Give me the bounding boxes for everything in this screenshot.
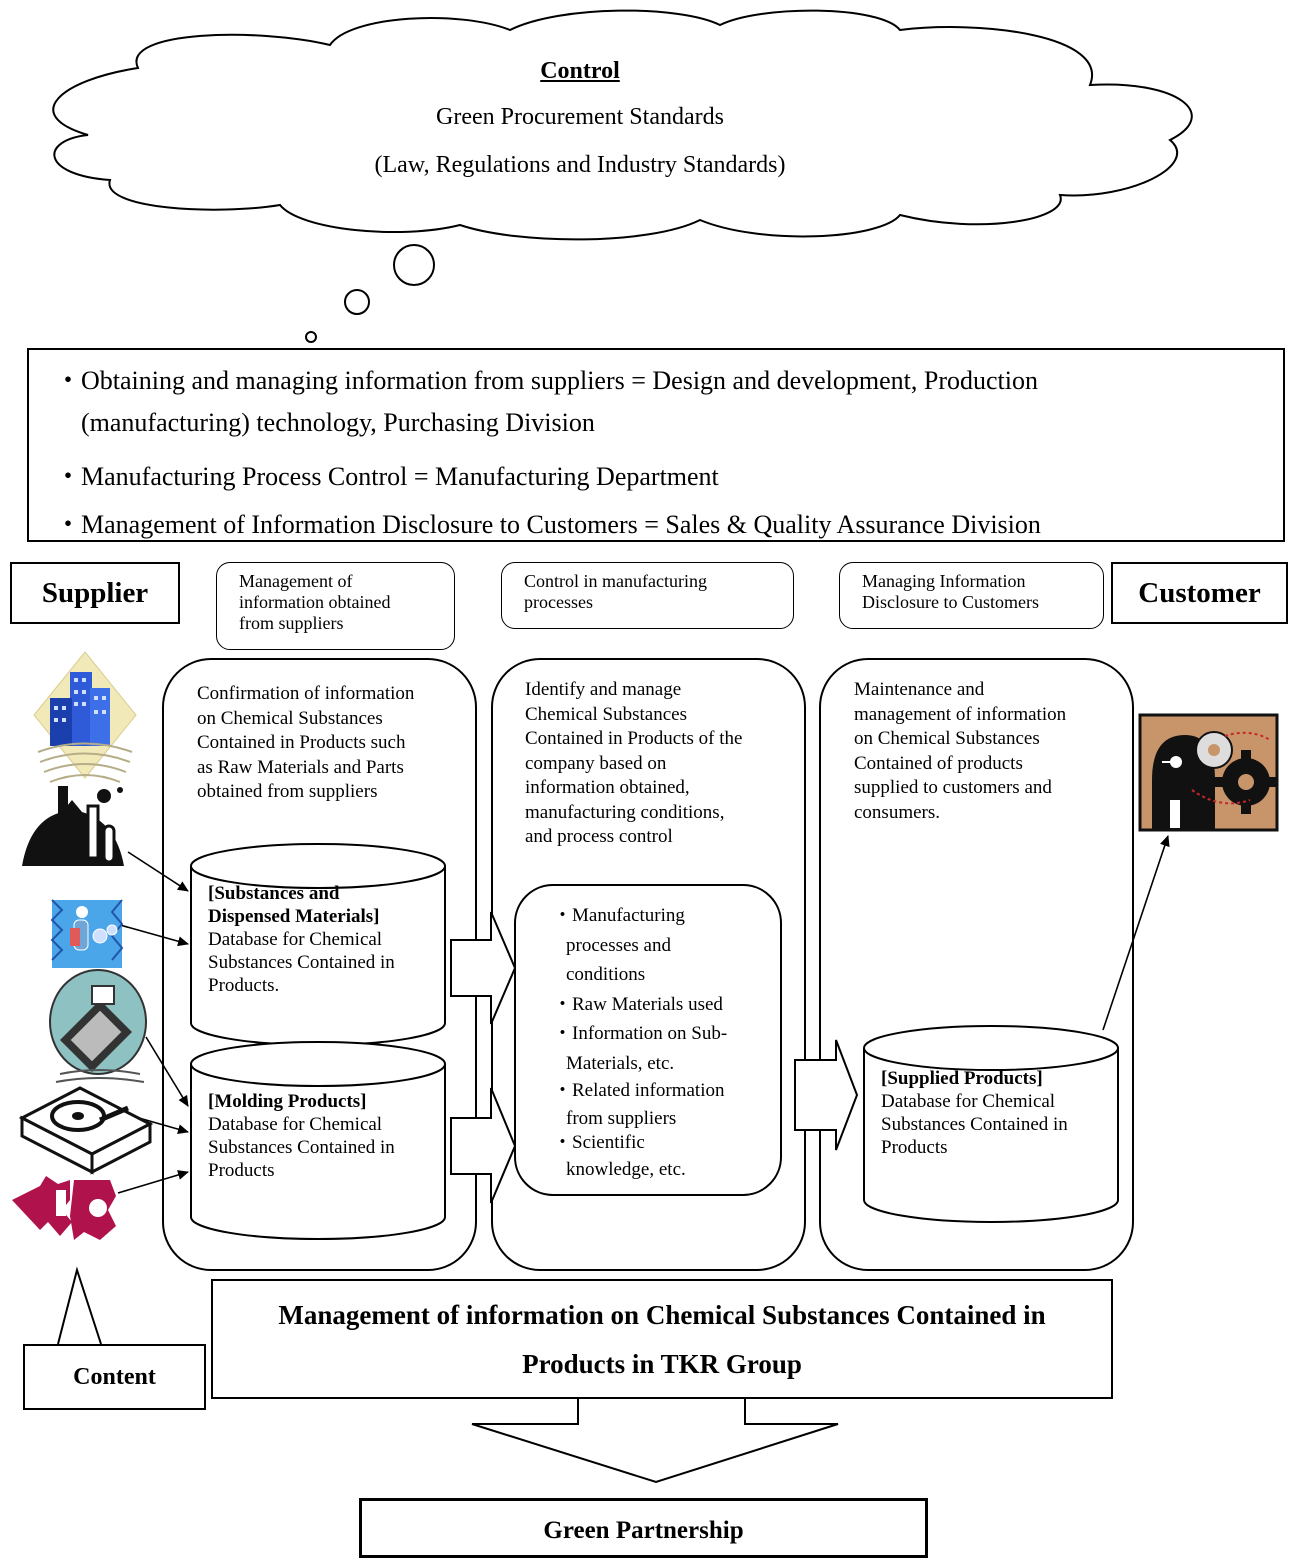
- database-title: [Molding Products]: [208, 1091, 367, 1112]
- cloud-title: Control: [540, 58, 620, 84]
- database-cylinder-1: [190, 843, 446, 1046]
- tab-line: Disclosure to Customers: [862, 592, 1039, 612]
- content-label: Content: [23, 1344, 206, 1410]
- database-line: Products: [208, 1160, 275, 1181]
- database-cylinder-2: [190, 1041, 446, 1240]
- database-title: Dispensed Materials]: [208, 906, 380, 927]
- description-line: and process control: [525, 826, 673, 847]
- description-line: Identify and manage: [525, 679, 682, 700]
- database-line: Database for Chemical: [881, 1091, 1056, 1112]
- arrow-flask-to-db1: [127, 851, 189, 892]
- control-cloud: [52, 9, 1193, 241]
- database-line: Substances Contained in: [208, 952, 395, 973]
- database-line: Products.: [208, 975, 280, 996]
- process-list-item: from suppliers: [566, 1108, 677, 1129]
- tab-line: information obtained: [239, 592, 391, 612]
- tab-line: Control in manufacturing: [524, 571, 707, 591]
- cloud-line-1: Green Procurement Standards: [436, 104, 724, 130]
- arrow-db3-to-customer: [1102, 835, 1170, 1031]
- database-title: [Supplied Products]: [881, 1068, 1043, 1089]
- block-arrow-process-to-db3: [794, 1039, 859, 1151]
- customer-label: Customer: [1111, 562, 1288, 624]
- management-title-box: Management of information on Chemical Su…: [211, 1279, 1113, 1399]
- process-list-item: ・Scientific: [553, 1132, 645, 1153]
- column-description-2: Identify and manage Chemical Substances …: [525, 678, 742, 850]
- column-description-3: Maintenance and management of informatio…: [854, 678, 1066, 825]
- thought-bubble-small: [305, 331, 317, 343]
- process-list-item: conditions: [566, 964, 646, 985]
- down-arrow-to-green-partnership: [471, 1399, 839, 1484]
- puzzle-icon: [12, 1176, 116, 1240]
- hard-disk-icon: [18, 1086, 154, 1175]
- process-list-item: ・Information on Sub-: [553, 1023, 728, 1044]
- process-list-item: ・Related information: [553, 1080, 725, 1101]
- arrow-medical-to-db1: [119, 924, 189, 947]
- business-gear-icon: [1138, 713, 1279, 832]
- description-line: Chemical Substances: [525, 703, 687, 725]
- process-list-item: Materials, etc.: [566, 1053, 675, 1074]
- arrow-puzzle-to-db2: [117, 1170, 189, 1194]
- microchip-icon: [49, 969, 147, 1083]
- description-line: Contained of products: [854, 752, 1023, 774]
- responsibility-item: (manufacturing) technology, Purchasing D…: [81, 408, 595, 437]
- description-line: on Chemical Substances: [854, 728, 1040, 749]
- database-title: [Substances and: [208, 883, 340, 904]
- description-line: company based on: [525, 752, 667, 774]
- description-line: on Chemical Substances: [197, 707, 383, 729]
- building-icon: [33, 651, 137, 783]
- process-list-item: knowledge, etc.: [566, 1159, 686, 1180]
- database-line: Database for Chemical: [208, 929, 383, 950]
- thought-bubble-large: [393, 244, 435, 286]
- tab-line: processes: [524, 592, 593, 612]
- cloud-line-2: (Law, Regulations and Industry Standards…: [374, 152, 786, 178]
- database-line: Products: [881, 1137, 948, 1158]
- tab-line: Managing Information: [862, 571, 1026, 591]
- column-tab-3: Managing Information Disclosure to Custo…: [839, 562, 1104, 629]
- description-line: Confirmation of information: [197, 683, 415, 704]
- database-line: Substances Contained in: [208, 1137, 395, 1158]
- description-line: management of information: [854, 703, 1067, 725]
- responsibility-item: ・Management of Information Disclosure to…: [55, 510, 1041, 539]
- database-3-text: [Supplied Products] Database for Chemica…: [881, 1067, 1068, 1159]
- column-description-1: Confirmation of information on Chemical …: [197, 682, 414, 805]
- description-line: as Raw Materials and Parts: [197, 756, 404, 778]
- description-line: information obtained,: [525, 777, 690, 798]
- block-arrow-db1-to-process: [450, 911, 517, 1025]
- description-line: Contained in Products such: [197, 732, 406, 753]
- description-line: manufacturing conditions,: [525, 801, 725, 823]
- responsibility-item: ・Manufacturing Process Control = Manufac…: [55, 462, 719, 491]
- responsibility-box: ・Obtaining and managing information from…: [27, 348, 1285, 542]
- description-line: Contained in Products of the: [525, 728, 743, 749]
- chemistry-flask-icon: [22, 786, 124, 866]
- tab-line: Management of: [239, 571, 353, 591]
- tab-line: from suppliers: [239, 613, 344, 633]
- column-tab-2: Control in manufacturing processes: [501, 562, 794, 629]
- description-line: obtained from suppliers: [197, 781, 378, 802]
- database-cylinder-3: [863, 1025, 1119, 1223]
- management-title-line: Management of information on Chemical Su…: [278, 1300, 1046, 1330]
- thought-bubble-medium: [344, 289, 370, 315]
- database-2-text: [Molding Products] Database for Chemical…: [208, 1090, 395, 1182]
- process-list-item: processes and: [566, 935, 671, 956]
- block-arrow-db2-to-process: [450, 1087, 517, 1204]
- green-partnership-box: Green Partnership: [359, 1498, 928, 1558]
- content-callout-pointer: [57, 1266, 102, 1345]
- medical-icon: [50, 899, 124, 968]
- responsibility-item: ・Obtaining and managing information from…: [55, 366, 1038, 395]
- description-line: supplied to customers and: [854, 777, 1052, 798]
- description-line: Maintenance and: [854, 679, 985, 700]
- database-line: Substances Contained in: [881, 1114, 1068, 1135]
- database-line: Database for Chemical: [208, 1114, 383, 1135]
- process-list-item: ・Raw Materials used: [553, 994, 723, 1015]
- column-tab-1: Management of information obtained from …: [216, 562, 455, 650]
- column-container-3: [819, 658, 1134, 1271]
- supplier-label: Supplier: [10, 562, 180, 624]
- management-title-line: Products in TKR Group: [522, 1349, 802, 1379]
- description-line: consumers.: [854, 801, 941, 823]
- process-list-item: ・Manufacturing: [553, 905, 685, 926]
- database-1-text: [Substances and Dispensed Materials] Dat…: [208, 882, 395, 997]
- arrow-chip-to-db2: [145, 1036, 189, 1107]
- process-list-box: [514, 884, 782, 1196]
